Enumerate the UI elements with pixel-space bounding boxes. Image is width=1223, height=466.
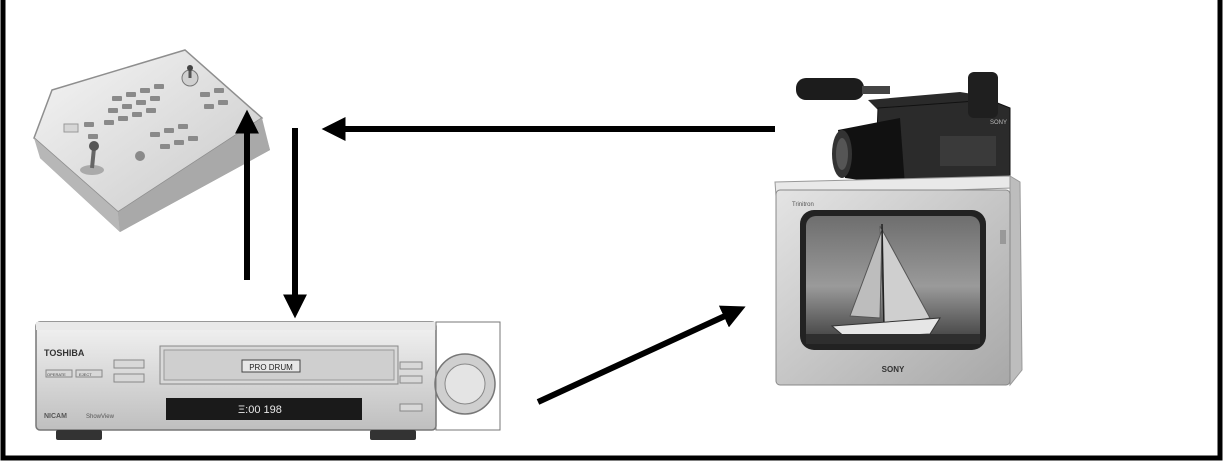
control-keyboard (34, 50, 270, 232)
vcr-model-badge: NICAM (44, 413, 67, 420)
arrow-vcr-to-monitor (538, 310, 738, 402)
vcr-showview-label: ShowView (86, 414, 115, 420)
camcorder-device: SONY (796, 72, 1010, 186)
vcr-eject-label: EJECT (79, 372, 92, 377)
vcr-operate-label: OPERATE (47, 372, 66, 377)
vcr-drum-label: PRO DRUM (249, 363, 293, 372)
vcr-brand-label: TOSHIBA (44, 348, 85, 358)
vcr-device: TOSHIBA OPERATE EJECT PRO DRUM Ξ:00 198 … (36, 322, 500, 440)
tv-corner-label: Trinitron (792, 202, 814, 208)
tv-monitor: Trinitron SONY (775, 176, 1022, 385)
vcr-display-readout: Ξ:00 198 (238, 404, 282, 416)
tv-brand-label: SONY (882, 365, 905, 374)
camcorder-brand-label: SONY (990, 120, 1007, 126)
